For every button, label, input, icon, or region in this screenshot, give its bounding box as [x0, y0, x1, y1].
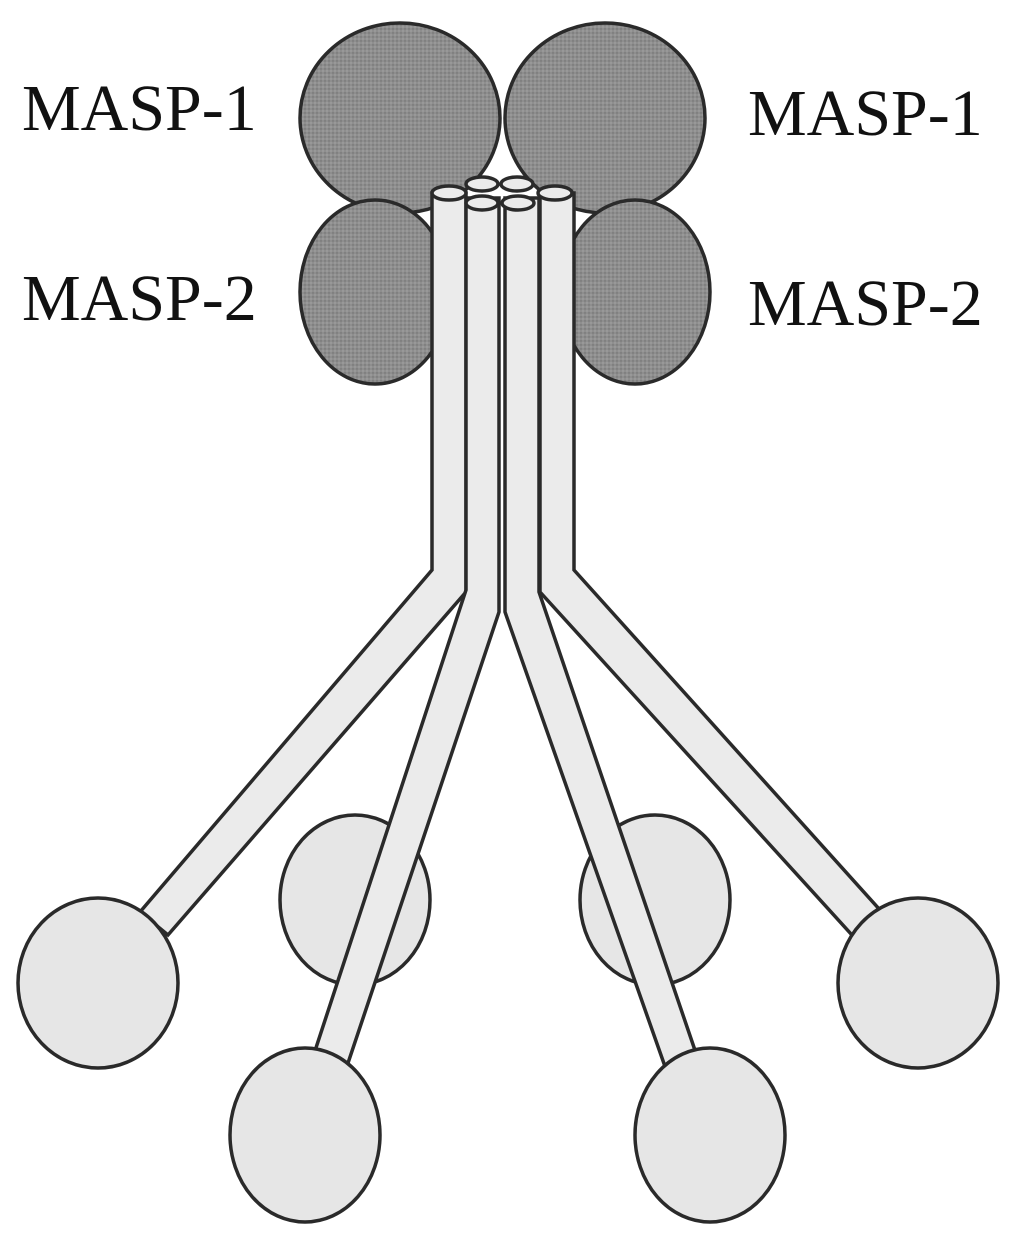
globular-head — [836, 896, 1000, 1070]
stalk-cap — [430, 184, 468, 202]
masp-1-right-enzyme — [503, 21, 707, 215]
stalk-caps — [430, 175, 574, 212]
collagen-stalks — [137, 191, 883, 1078]
masp-2-right-label: MASP-2 — [748, 267, 983, 340]
stalk-cap — [499, 175, 535, 193]
masp-2-right-enzyme — [558, 198, 712, 386]
globular-head — [228, 1046, 382, 1224]
masp-2-left-label: MASP-2 — [22, 262, 257, 335]
stalk-cap — [536, 184, 574, 202]
globular-head — [16, 896, 180, 1070]
masp-1-left-label: MASP-1 — [22, 72, 257, 145]
stalk-cap — [464, 194, 500, 212]
front-heads — [16, 896, 1000, 1224]
masp-1-right-label: MASP-1 — [748, 77, 983, 150]
masp-2-left-enzyme — [298, 198, 452, 386]
masp-enzymes — [298, 21, 712, 386]
globular-head — [633, 1046, 787, 1224]
stalk-cap — [464, 175, 500, 193]
stalk-cap — [500, 194, 536, 212]
